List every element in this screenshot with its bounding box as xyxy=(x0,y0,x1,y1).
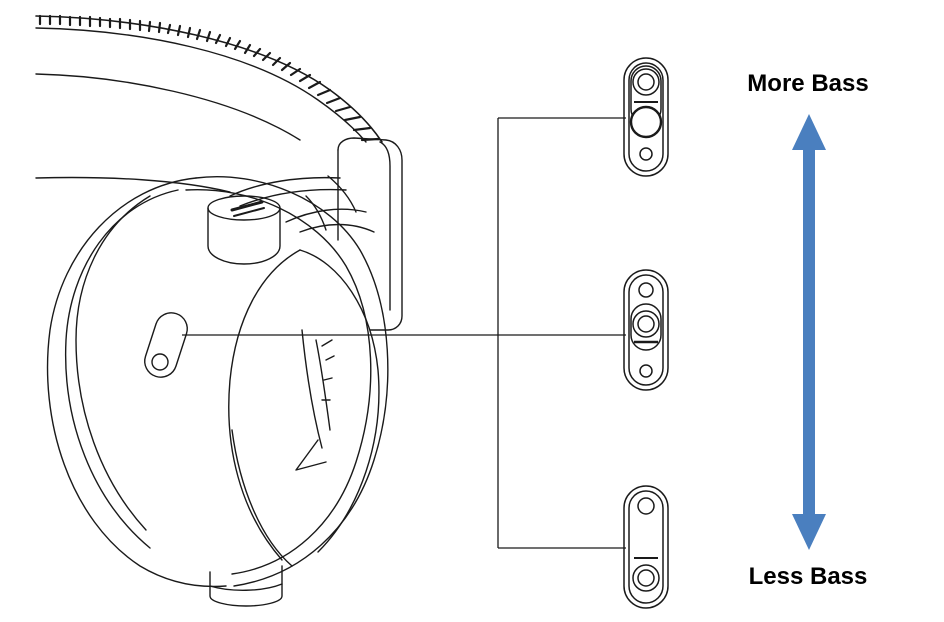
ear-cup-shell xyxy=(185,176,389,587)
yoke-block xyxy=(337,137,403,331)
slider-icon-mid-bass xyxy=(623,269,669,391)
ear-cushion xyxy=(46,177,227,588)
hinge-cylinder xyxy=(207,195,281,265)
cup-detail-lines xyxy=(295,329,335,471)
bass-direction-arrow xyxy=(792,114,826,550)
less-bass-label: Less Bass xyxy=(748,563,868,590)
more-bass-label: More Bass xyxy=(747,70,869,97)
headband-ribs xyxy=(38,14,380,142)
yoke-arms xyxy=(229,175,375,233)
ear-cup-face xyxy=(228,249,380,567)
bottom-hinge xyxy=(209,565,283,607)
cup-bass-slot xyxy=(144,312,188,378)
headband xyxy=(35,14,383,193)
headphone-illustration xyxy=(35,14,403,607)
connector-lines xyxy=(182,117,626,549)
arrow-head-down xyxy=(792,514,826,550)
slider-icon-more-bass xyxy=(623,57,669,177)
arrow-head-up xyxy=(792,114,826,150)
slider-icon-less-bass xyxy=(623,485,669,609)
